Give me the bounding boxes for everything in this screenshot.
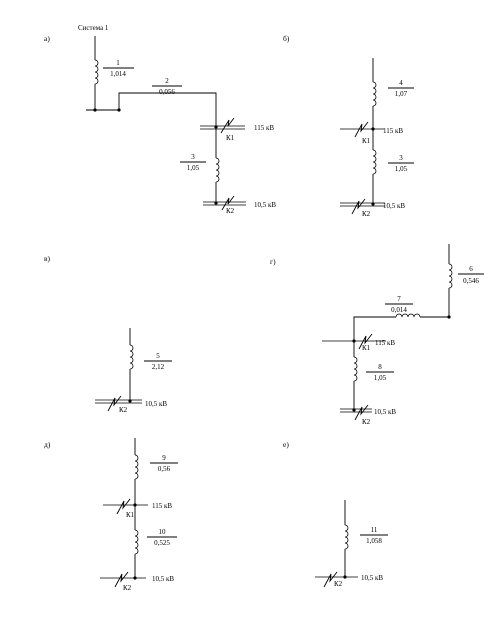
reactance-8-coil: [353, 356, 358, 382]
bus-10-5-label: 10,5 кВ: [254, 201, 276, 209]
panel-v-label: в): [44, 254, 51, 263]
fault-k1-label: К1: [362, 344, 371, 352]
bus-10-5-label: 10,5 кВ: [383, 202, 405, 210]
reactance-3-value: 1,05: [187, 164, 200, 172]
reactance-6-value: 0,546: [463, 277, 479, 285]
reactance-5-number: 5: [156, 352, 160, 360]
panel-d: д) 9 0,56 К1 115 кВ 10 0,525 К2 10,5 кВ: [44, 438, 178, 592]
fault-k2-label: К2: [226, 207, 235, 215]
reactance-3-coil: [372, 149, 377, 175]
bus-115-label: 115 кВ: [254, 124, 274, 132]
reactance-11-number: 11: [371, 526, 378, 534]
fault-k2-icon: [114, 571, 129, 588]
panel-e-label: е): [283, 440, 289, 449]
reactance-4-coil: [372, 81, 377, 107]
reactance-6-number: 6: [469, 265, 473, 273]
reactance-10-value: 0,525: [154, 539, 170, 547]
panel-b: б) 4 1,07 К1 115 кВ 3 1,05 К2 10,5 кВ: [283, 34, 414, 218]
reactance-7-number: 7: [397, 295, 401, 303]
fault-k1-icon: [358, 333, 373, 350]
bus-115-label: 115 кВ: [375, 339, 395, 347]
fault-k2-label: К2: [334, 580, 343, 588]
reactance-9-value: 0,56: [158, 465, 171, 473]
reactance-5-coil: [129, 344, 134, 370]
reactance-3-number: 3: [191, 153, 195, 161]
fault-k1-icon: [220, 117, 235, 134]
reactance-8-number: 8: [378, 363, 382, 371]
panel-a-label: а): [44, 34, 50, 43]
system-label: Система 1: [78, 24, 109, 32]
fault-k2-icon: [107, 395, 122, 412]
fault-k2-label: К2: [119, 406, 128, 414]
fault-k1-icon: [116, 498, 131, 515]
fault-k2-label: К2: [123, 584, 132, 592]
reactance-3-coil: [215, 157, 220, 183]
panel-g: г) 6 0,546 7 0,014 К1 115 кВ 8 1,05 К2 1…: [270, 244, 484, 426]
fault-k1-label: К1: [362, 137, 371, 145]
bus-10-5-label: 10,5 кВ: [152, 575, 174, 583]
bus-115-label: 115 кВ: [152, 502, 172, 510]
reactance-2-number: 2: [165, 77, 169, 85]
fault-k1-label: К1: [226, 134, 235, 142]
fault-k2-icon: [351, 198, 366, 215]
fault-k2-icon: [354, 404, 369, 421]
reactance-7-coil: [395, 313, 421, 318]
reactance-4-value: 1,07: [395, 90, 408, 98]
bus-10-5-label: 10,5 кВ: [361, 574, 383, 582]
reactance-3-value: 1,05: [395, 165, 408, 173]
reactance-7-value: 0,014: [391, 306, 407, 314]
bus-10-5-label: 10,5 кВ: [374, 408, 396, 416]
fault-k2-label: К2: [362, 418, 371, 426]
panel-v: в) 5 2,12 К2 10,5 кВ: [44, 254, 172, 414]
node-a-1: [93, 108, 97, 112]
bus-115-label: 115 кВ: [383, 127, 403, 135]
reactance-2-value: 0,056: [159, 88, 175, 96]
fault-k2-icon: [221, 195, 235, 211]
reactance-3-number: 3: [399, 154, 403, 162]
panel-d-label: д): [44, 440, 51, 449]
panel-g-label: г): [270, 257, 276, 266]
reactance-10-coil: [134, 529, 139, 555]
panel-e: е) 11 1,058 К2 10,5 кВ: [283, 440, 388, 588]
reactance-9-coil: [134, 454, 139, 480]
reactance-5-value: 2,12: [152, 363, 165, 371]
reactance-8-value: 1,05: [374, 374, 387, 382]
reactance-4-number: 4: [399, 79, 403, 87]
fault-k1-icon: [354, 121, 369, 138]
reactance-1-number: 1: [116, 59, 120, 67]
bus-10-5-label: 10,5 кВ: [145, 400, 167, 408]
reactance-9-number: 9: [162, 454, 166, 462]
reactance-10-number: 10: [159, 528, 167, 536]
fault-k2-icon: [323, 571, 338, 588]
reactance-1-coil: [94, 59, 99, 85]
fault-k2-label: К2: [362, 210, 371, 218]
panel-b-label: б): [283, 34, 290, 43]
fault-k1-label: К1: [126, 511, 135, 519]
reactance-6-coil: [448, 263, 453, 289]
reactance-1-value: 1,014: [110, 70, 126, 78]
reactance-11-coil: [344, 524, 349, 550]
panel-a: а) Система 1 1 1,014 2 0,056 К1 115 кВ 3…: [44, 24, 276, 215]
reactance-11-value: 1,058: [366, 537, 382, 545]
wire-a-line-2: [118, 92, 217, 127]
